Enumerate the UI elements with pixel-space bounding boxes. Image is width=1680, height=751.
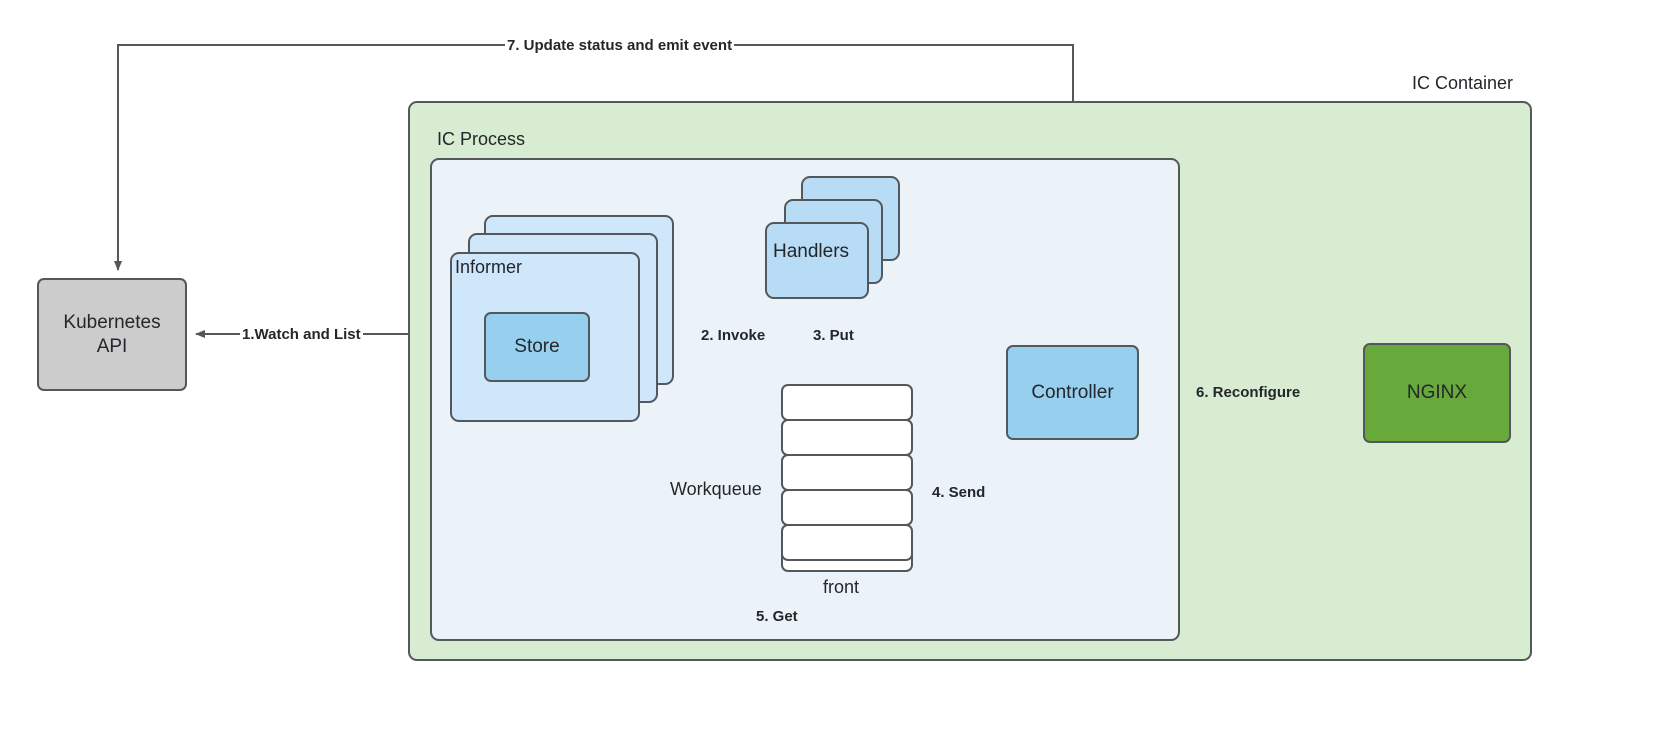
- controller-label: Controller: [1031, 381, 1114, 403]
- edge-label-4: 4. Send: [930, 484, 988, 501]
- workqueue-cell-5b[interactable]: [781, 524, 913, 561]
- store-node[interactable]: Store: [484, 312, 590, 382]
- edge-label-2: 2. Invoke: [699, 327, 768, 344]
- workqueue-cell-1[interactable]: [781, 384, 913, 421]
- edge-label-5: 5. Get: [754, 608, 800, 625]
- ic-process-label: IC Process: [437, 129, 526, 149]
- informer-label: Informer: [455, 257, 523, 277]
- handlers-label: Handlers: [773, 241, 850, 262]
- kubernetes-api-label: Kubernetes API: [63, 312, 161, 357]
- workqueue-front-label: front: [823, 577, 860, 597]
- kubernetes-api-node[interactable]: Kubernetes API: [37, 278, 187, 391]
- workqueue-cell-2[interactable]: [781, 419, 913, 456]
- handlers-card-front[interactable]: [765, 222, 869, 299]
- edge-label-7: 7. Update status and emit event: [505, 37, 735, 54]
- edge-label-3: 3. Put: [811, 327, 856, 344]
- ic-container-label: IC Container: [1412, 73, 1514, 93]
- nginx-label: NGINX: [1406, 382, 1468, 404]
- edge-label-1: 1.Watch and List: [240, 326, 363, 343]
- controller-node[interactable]: Controller: [1006, 345, 1139, 440]
- workqueue-cell-3[interactable]: [781, 454, 913, 491]
- workqueue-label: Workqueue: [670, 479, 762, 499]
- edge-label-6: 6. Reconfigure: [1194, 384, 1303, 401]
- nginx-node[interactable]: NGINX: [1363, 343, 1511, 443]
- workqueue-cell-4[interactable]: [781, 489, 913, 526]
- store-label: Store: [514, 336, 560, 358]
